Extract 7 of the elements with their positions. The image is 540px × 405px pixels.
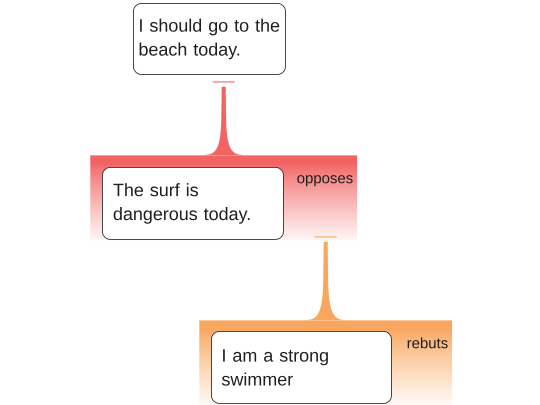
relation-label: opposes [297,175,353,186]
claim-box: The surf is dangerous today. [102,167,284,240]
connector [306,236,345,320]
claim-box: I am a strong swimmer [211,331,392,404]
relation-label: rebuts [408,337,448,348]
claim-box: I should go to the beach today. [133,3,286,75]
connector [204,81,243,156]
